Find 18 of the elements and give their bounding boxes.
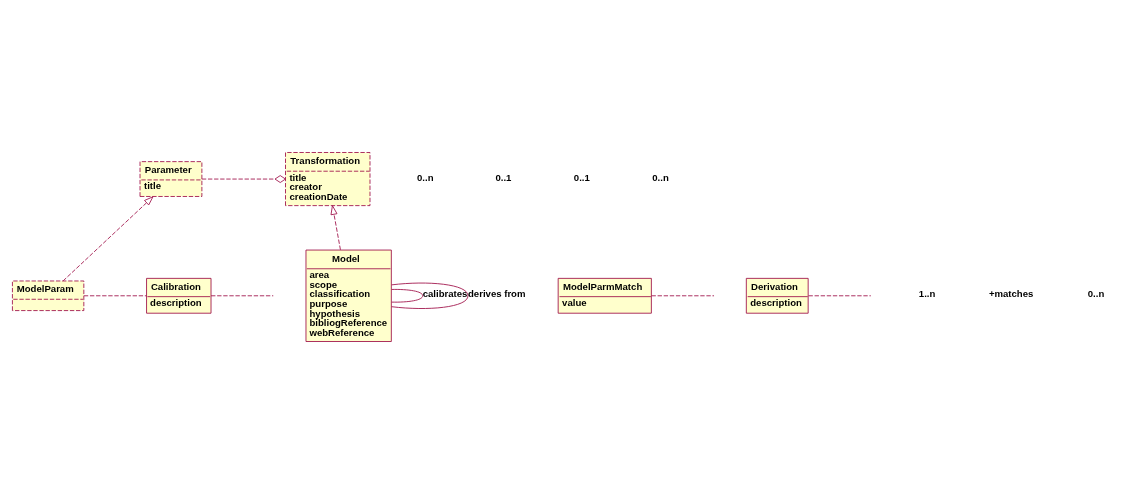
label: 0..n: [652, 171, 669, 183]
arrow: [330, 205, 341, 251]
arrow: [62, 196, 154, 282]
connector: [808, 295, 872, 297]
edge-label: derives from: [468, 288, 526, 300]
edge-label: calibrates: [422, 288, 468, 300]
label: 0..1: [573, 171, 590, 183]
connector: [83, 295, 147, 297]
label: 0..1: [495, 171, 512, 183]
label: 0..n: [1087, 288, 1105, 300]
label: +matches: [988, 288, 1034, 300]
label: 1..n: [918, 288, 936, 300]
connector: [201, 175, 286, 183]
label: 0..n: [417, 171, 434, 183]
connector: [391, 288, 424, 303]
connector: [651, 295, 715, 297]
connector: [391, 282, 469, 309]
connector: [210, 295, 274, 297]
